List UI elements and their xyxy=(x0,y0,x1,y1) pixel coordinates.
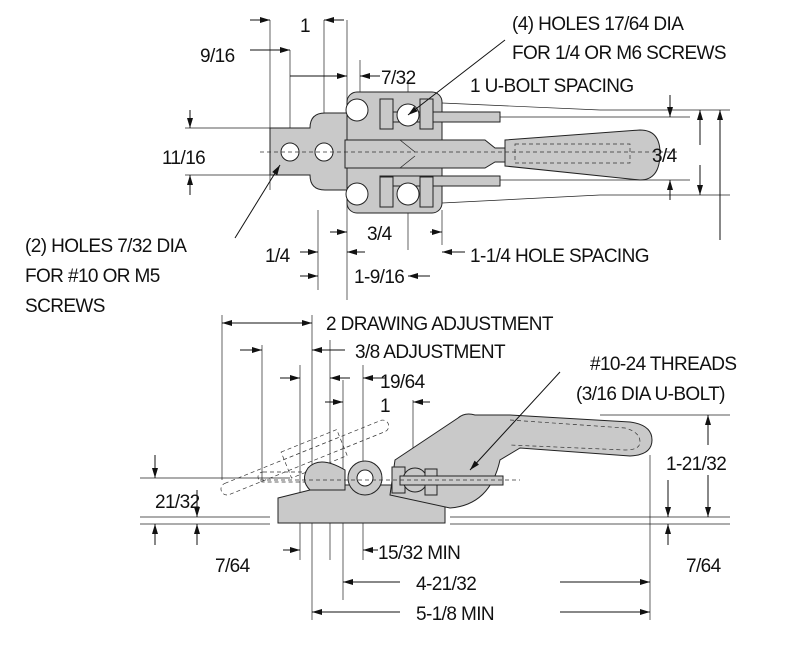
dim-1-9-16: 1-9/16 xyxy=(354,267,404,288)
ubolt-spacing-label: 1 U-BOLT SPACING xyxy=(470,76,634,97)
dim-3-4-right: 3/4 xyxy=(652,146,678,167)
holes-note-line-2: FOR 1/4 OR M6 SCREWS xyxy=(512,43,726,64)
dim-4-21-32: 4-21/32 xyxy=(416,574,476,595)
hole-spacing-label: 1-1/4 HOLE SPACING xyxy=(470,246,649,267)
dim-5-1-8-min: 5-1/8 MIN xyxy=(416,604,494,625)
dim-11-16: 11/16 xyxy=(162,148,205,169)
dim-9-16: 9/16 xyxy=(200,46,235,67)
dim-21-32: 21/32 xyxy=(155,492,200,513)
drawing-adjustment-label: 2 DRAWING ADJUSTMENT xyxy=(326,314,554,335)
dim-1-top: 1 xyxy=(300,16,310,37)
holes-note-2-line-3: SCREWS xyxy=(25,296,105,317)
dim-1-21-32: 1-21/32 xyxy=(666,454,726,475)
holes-note-2-line-1: (2) HOLES 7/32 DIA xyxy=(25,236,187,257)
dim-3-4-bottom: 3/4 xyxy=(367,224,393,245)
holes-note-2-line-2: FOR #10 OR M5 xyxy=(25,266,160,287)
dim-1-side: 1 xyxy=(380,396,390,417)
top-view: 1 9/16 7/32 11/16 3/4 1/4 3/4 1-9/16 1 U… xyxy=(25,14,730,317)
dim-7-64-left: 7/64 xyxy=(215,556,251,577)
threads-note-line-1: #10-24 THREADS xyxy=(590,354,737,375)
holes-note-line-1: (4) HOLES 17/64 DIA xyxy=(512,14,684,35)
side-view: 2 DRAWING ADJUSTMENT 3/8 ADJUSTMENT #10-… xyxy=(140,314,737,625)
threads-note-line-2: (3/16 DIA U-BOLT) xyxy=(576,384,725,405)
dim-1-4: 1/4 xyxy=(265,246,291,267)
dim-15-32-min: 15/32 MIN xyxy=(378,543,460,564)
dim-19-64: 19/64 xyxy=(380,372,426,393)
dim-7-32: 7/32 xyxy=(381,68,416,89)
dim-7-64-right: 7/64 xyxy=(686,556,722,577)
adjustment-label: 3/8 ADJUSTMENT xyxy=(355,342,506,363)
